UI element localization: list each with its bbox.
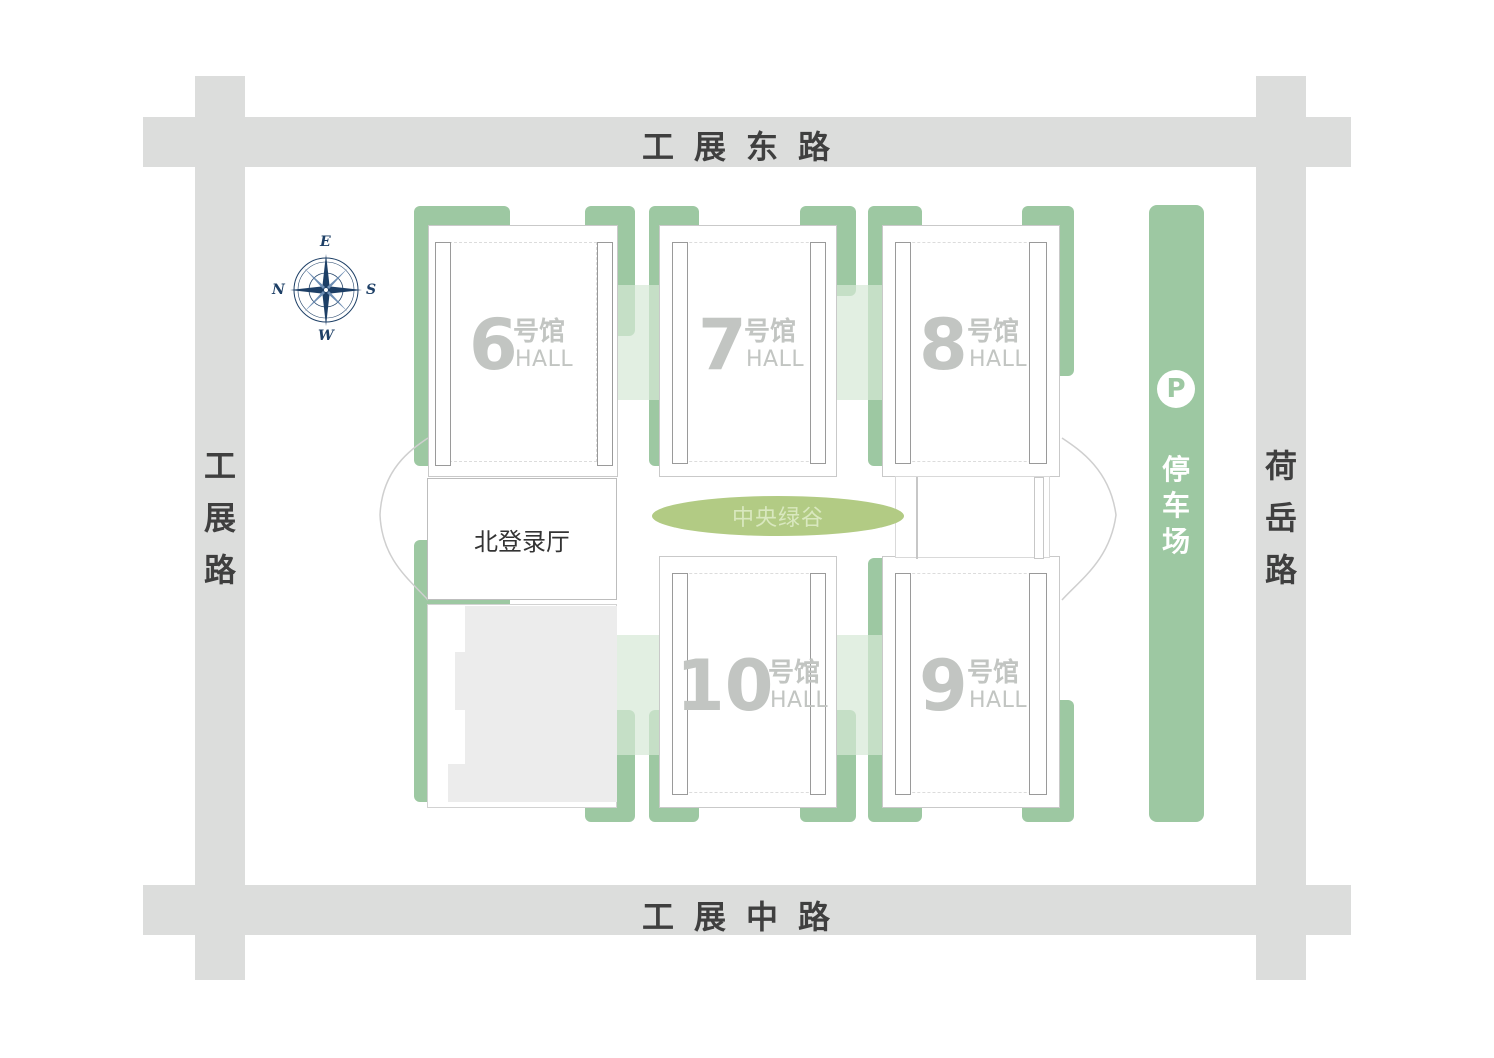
hall-en-label: HALL [746,347,805,372]
hall-wall [810,242,826,464]
road-top [143,117,1351,167]
hall-wall [672,573,688,795]
hall-number: 10 [676,645,774,727]
hall-wall [1029,242,1047,464]
hall-wall [597,242,613,466]
hall-cn-label: 号馆 [967,317,1020,347]
road-label-top: 工展东路 [642,128,851,166]
hall-number: 8 [919,304,968,386]
hall-6[interactable]: 6 号馆 HALL [428,225,618,477]
road-label-bottom: 工展中路 [642,898,851,936]
parking-icon: P [1157,370,1195,408]
compass-label-e: E [320,234,331,250]
hall-cn-label: 号馆 [513,317,566,347]
hall-wall [1034,477,1044,559]
hall-wall [895,242,911,464]
hall-cn-label: 号馆 [744,317,797,347]
hall-wall [895,573,911,795]
compass-label-s: S [366,282,377,298]
hall-9[interactable]: 9 号馆 HALL [882,556,1060,808]
parking-label-char: 停 [1161,453,1190,486]
parking-label-char: 车 [1161,489,1190,522]
hall-8[interactable]: 8 号馆 HALL [882,225,1060,477]
hall-wall [810,573,826,795]
hall-number: 7 [698,304,747,386]
connector [836,635,882,755]
hall-cn-label: 号馆 [768,658,821,688]
connector [617,285,659,400]
hall-en-label: HALL [515,347,574,372]
hall-number: 6 [469,304,518,386]
hall-7[interactable]: 7 号馆 HALL [659,225,837,477]
parking-area[interactable] [1149,205,1204,822]
hall-wall [435,242,451,466]
corridor-east [895,476,1050,559]
compass-label-w: W [318,328,334,344]
compass-rose-icon [290,254,362,326]
service-building-fill [448,764,468,802]
road-label-right: 荷岳路 [1264,447,1297,589]
site-outline [379,437,429,601]
road-right [1256,76,1306,980]
compass-label-n: N [272,282,285,298]
site-outline [1061,437,1117,601]
road-bottom [143,885,1351,935]
hall-en-label: HALL [770,688,829,713]
service-building-fill [455,652,469,710]
hall-en-label: HALL [969,688,1028,713]
hall-number: 9 [919,645,968,727]
connector [617,635,659,755]
central-valley[interactable]: 中央绿谷 [652,496,904,536]
hall-en-label: HALL [969,347,1028,372]
parking-label-char: 场 [1161,525,1190,558]
connector [836,285,882,400]
road-left [195,76,245,980]
road-label-left: 工展路 [203,447,236,589]
hall-wall [672,242,688,464]
hall-wall [1029,573,1047,795]
hall-cn-label: 号馆 [967,658,1020,688]
hall-10[interactable]: 10 号馆 HALL [659,556,837,808]
hall-wall [916,477,918,559]
north-lobby[interactable]: 北登录厅 [427,478,617,600]
service-building-fill [465,606,617,802]
